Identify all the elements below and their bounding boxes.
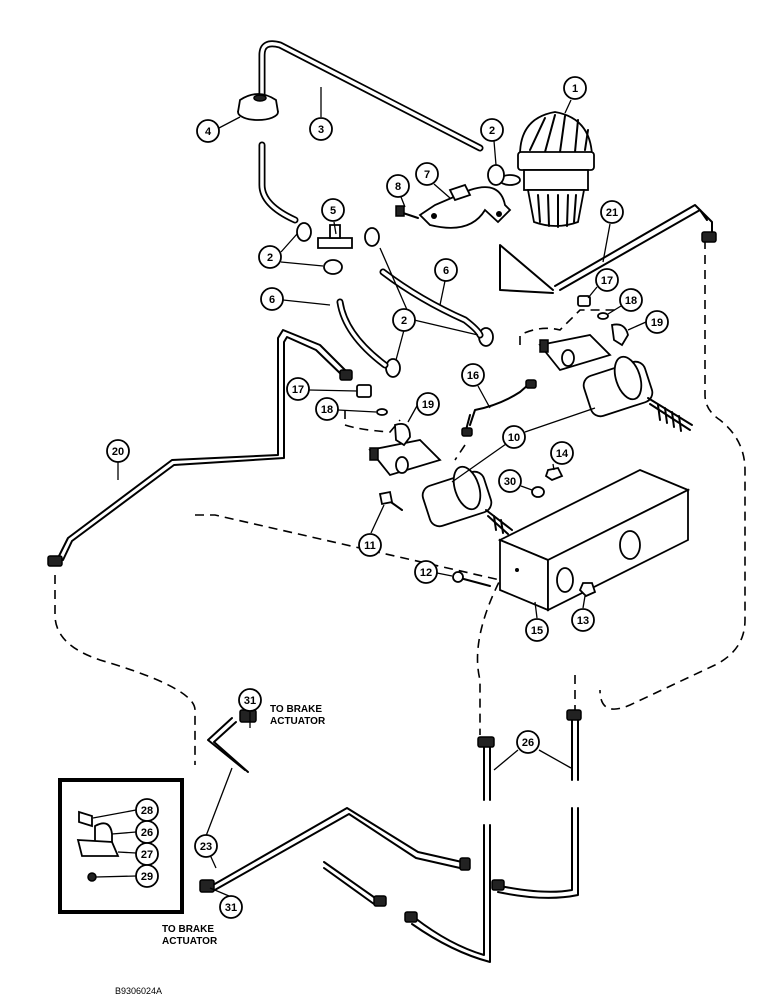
callout-18-lower: 18 (315, 397, 377, 421)
svg-text:28: 28 (141, 805, 153, 817)
svg-text:17: 17 (292, 384, 304, 396)
callout-13: 15 (525, 601, 549, 642)
hose-3 (258, 40, 484, 224)
callout-19-lower: 19 (407, 392, 440, 423)
svg-text:30: 30 (504, 476, 516, 488)
callout-2-top: 2 (480, 118, 504, 166)
callout-17-upper: 17 (587, 268, 619, 299)
svg-text:6: 6 (269, 294, 275, 306)
callout-6-left: 6 (260, 287, 331, 311)
svg-text:14: 14 (556, 448, 569, 460)
note-to-brake-actuator-upper: TO BRAKE ACTUATOR (270, 704, 326, 727)
routing-dashed-lines (54, 240, 746, 765)
svg-text:31: 31 (244, 695, 256, 707)
fitting-upper (577, 295, 629, 347)
svg-text:23: 23 (200, 841, 212, 853)
tube-24 (404, 709, 582, 963)
callout-14: 12 (414, 560, 453, 584)
grommet-4 (237, 93, 279, 121)
figure-reference: B9306024A (115, 986, 162, 996)
svg-text:13: 13 (577, 615, 589, 627)
svg-text:31: 31 (225, 902, 237, 914)
svg-text:ACTUATOR: ACTUATOR (162, 936, 218, 947)
callout-24: 26 (493, 730, 572, 771)
svg-text:15: 15 (531, 625, 543, 637)
callout-10: 10 (451, 407, 596, 483)
callout-11: 11 (358, 504, 385, 557)
tube-21 (499, 204, 717, 294)
callout-12: 13 (571, 595, 595, 632)
callout-1: 1 (563, 76, 587, 114)
callout-3: 3 (309, 87, 333, 141)
svg-text:6: 6 (443, 265, 449, 277)
svg-text:2: 2 (267, 252, 273, 264)
svg-text:TO BRAKE: TO BRAKE (270, 704, 322, 715)
callout-2-left: 2 (258, 233, 324, 269)
tube-20 (47, 329, 353, 567)
svg-text:11: 11 (364, 540, 376, 552)
note-to-brake-actuator-lower: TO BRAKE ACTUATOR (162, 924, 218, 947)
svg-text:12: 12 (420, 567, 432, 579)
svg-text:21: 21 (606, 207, 618, 219)
reservoir-1 (499, 111, 595, 228)
hose-6 (336, 268, 484, 369)
svg-text:7: 7 (424, 169, 430, 181)
svg-text:18: 18 (321, 404, 333, 416)
svg-text:18: 18 (625, 295, 637, 307)
fitting-lower (356, 384, 411, 447)
hardware (378, 466, 597, 598)
callout-31-lower: 31 (209, 887, 243, 919)
mount-bracket-13 (497, 469, 691, 612)
svg-text:1: 1 (572, 83, 578, 95)
callout-23: 23 (194, 767, 233, 869)
svg-text:27: 27 (141, 849, 153, 861)
callout-29: 29 (95, 864, 159, 888)
svg-text:TO BRAKE: TO BRAKE (162, 924, 214, 935)
tube-16 (461, 379, 537, 437)
callout-6-right: 6 (434, 258, 458, 306)
callout-26: 26 (111, 820, 159, 844)
svg-text:16: 16 (467, 370, 479, 382)
svg-text:4: 4 (205, 126, 212, 138)
callout-30: 30 (498, 469, 533, 493)
callout-20: 20 (106, 439, 130, 480)
callout-15: 14 (550, 441, 574, 471)
svg-text:5: 5 (330, 205, 336, 217)
callout-18-upper: 18 (607, 288, 643, 315)
tee-5 (317, 224, 353, 249)
svg-text:26: 26 (141, 827, 153, 839)
callout-16: 16 (461, 363, 491, 409)
svg-text:29: 29 (141, 871, 153, 883)
svg-text:10: 10 (508, 432, 520, 444)
svg-text:17: 17 (601, 275, 613, 287)
callout-7: 7 (415, 162, 451, 199)
callout-5: 5 (321, 198, 345, 235)
callout-8: 8 (386, 174, 410, 208)
callout-31-upper: 31 (238, 688, 262, 728)
tube-23 (199, 709, 471, 907)
callout-2-middle: 2 (379, 247, 479, 361)
svg-text:8: 8 (395, 181, 401, 193)
callout-21: 21 (600, 200, 624, 263)
callout-4: 4 (196, 116, 241, 143)
svg-text:26: 26 (522, 737, 534, 749)
master-cylinder-upper-10 (538, 334, 693, 432)
svg-text:20: 20 (112, 446, 124, 458)
svg-text:3: 3 (318, 124, 324, 136)
bracket-7 (418, 183, 512, 229)
svg-text:2: 2 (401, 315, 407, 327)
svg-text:19: 19 (422, 399, 434, 411)
svg-text:ACTUATOR: ACTUATOR (270, 716, 326, 727)
callout-19-upper: 19 (627, 310, 669, 334)
svg-text:19: 19 (651, 317, 663, 329)
svg-text:2: 2 (489, 125, 495, 137)
callout-17-lower: 17 (286, 377, 358, 401)
clip-detail-inset (58, 778, 184, 914)
bolt-8 (395, 205, 419, 219)
master-cylinder-lower-10 (368, 439, 513, 535)
